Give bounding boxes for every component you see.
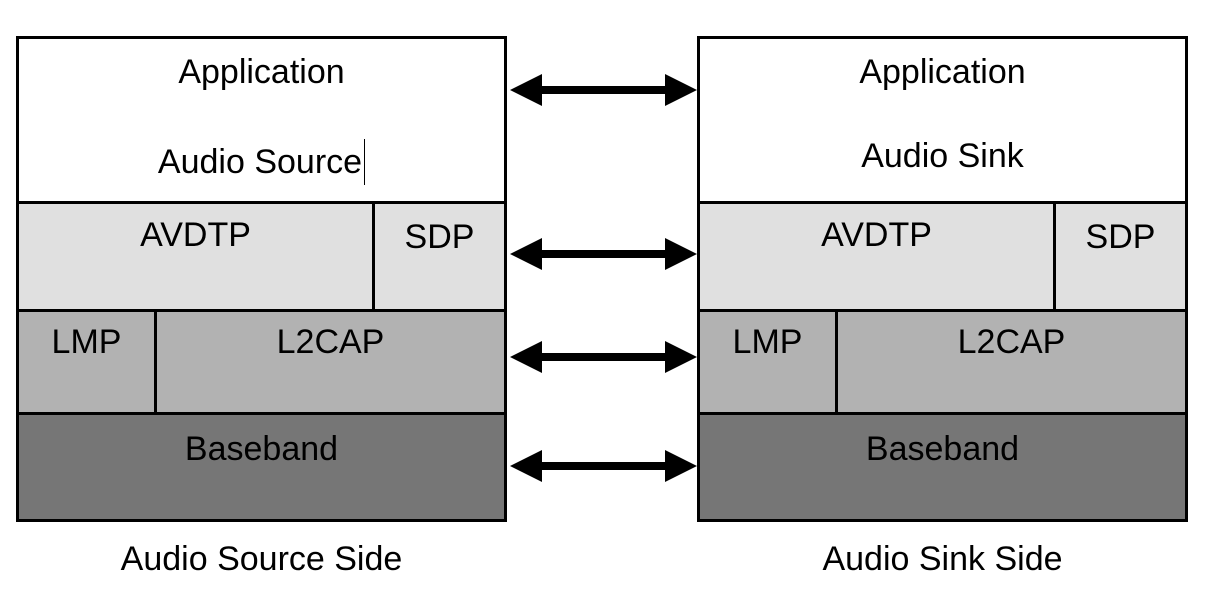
- sink-baseband-layer: Baseband: [700, 415, 1185, 519]
- source-application-role-line: Audio Source: [19, 139, 504, 185]
- sink-lmp-label: LMP: [732, 323, 803, 361]
- sink-application-layer: Application Audio Sink: [700, 39, 1185, 204]
- source-baseband-label: Baseband: [184, 430, 339, 468]
- avdtp-peer-arrow: [510, 238, 697, 270]
- sink-sdp-cell: SDP: [1056, 204, 1185, 309]
- source-side-caption: Audio Source Side: [120, 540, 403, 578]
- sink-l2cap-cell: L2CAP: [838, 312, 1185, 412]
- sink-stack: Application Audio Sink AVDTP SDP LMP L2C…: [697, 36, 1188, 522]
- source-l2cap-layer: LMP L2CAP: [19, 312, 504, 415]
- sink-avdtp-label: AVDTP: [821, 216, 932, 254]
- sink-application-role: Audio Sink: [861, 137, 1024, 175]
- source-l2cap-label: L2CAP: [276, 323, 385, 361]
- sink-side-caption: Audio Sink Side: [822, 540, 1063, 578]
- source-l2cap-cell: L2CAP: [157, 312, 504, 412]
- sink-avdtp-layer: AVDTP SDP: [700, 204, 1185, 312]
- sink-sdp-label: SDP: [1085, 218, 1156, 256]
- sink-baseband-label: Baseband: [865, 430, 1020, 468]
- sink-lmp-cell: LMP: [700, 312, 838, 412]
- source-avdtp-layer: AVDTP SDP: [19, 204, 504, 312]
- source-sdp-label: SDP: [404, 218, 475, 256]
- source-application-role: Audio Source: [157, 143, 363, 181]
- source-lmp-cell: LMP: [19, 312, 157, 412]
- baseband-peer-arrow: [510, 450, 697, 482]
- source-avdtp-cell: AVDTP: [19, 204, 375, 309]
- source-lmp-label: LMP: [51, 323, 122, 361]
- source-application-title: Application: [178, 53, 345, 91]
- source-stack: Application Audio Source AVDTP SDP LMP L…: [16, 36, 507, 522]
- source-baseband-layer: Baseband: [19, 415, 504, 519]
- application-peer-arrow: [510, 74, 697, 106]
- sink-avdtp-cell: AVDTP: [700, 204, 1056, 309]
- sink-l2cap-label: L2CAP: [957, 323, 1066, 361]
- sink-l2cap-layer: LMP L2CAP: [700, 312, 1185, 415]
- l2cap-peer-arrow: [510, 341, 697, 373]
- text-cursor: [364, 139, 366, 185]
- source-application-layer: Application Audio Source: [19, 39, 504, 204]
- source-sdp-cell: SDP: [375, 204, 504, 309]
- source-avdtp-label: AVDTP: [140, 216, 251, 254]
- sink-application-title: Application: [859, 53, 1026, 91]
